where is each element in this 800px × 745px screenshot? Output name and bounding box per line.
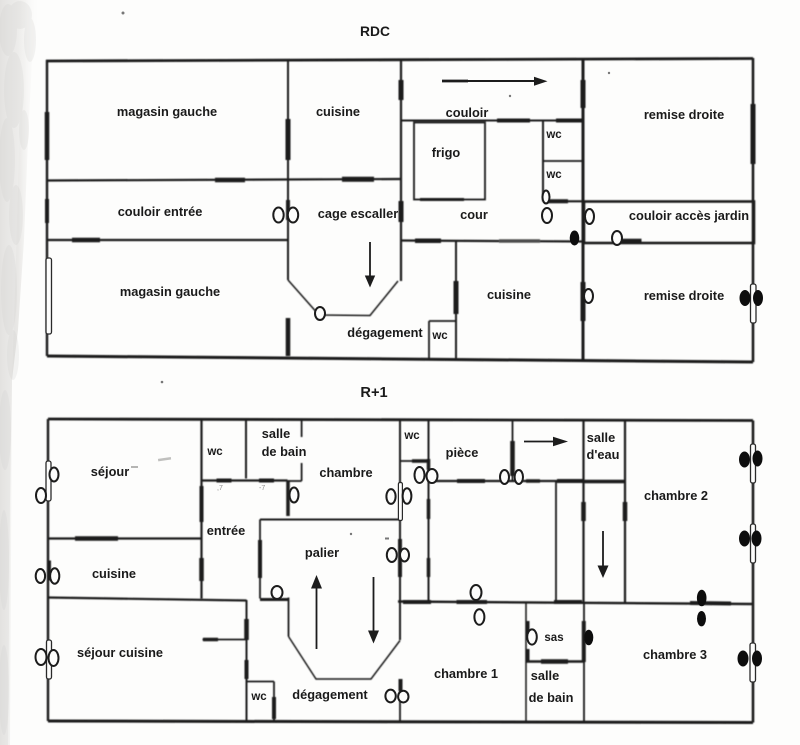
svg-text:cour: cour (460, 207, 488, 222)
svg-text:pièce: pièce (446, 445, 479, 460)
svg-text:de bain: de bain (529, 690, 574, 705)
svg-text:R+1: R+1 (360, 385, 387, 401)
svg-text:chambre: chambre (319, 465, 372, 480)
svg-text:wc: wc (431, 330, 448, 342)
svg-text:-7: -7 (259, 485, 265, 492)
svg-text:chambre 2: chambre 2 (644, 488, 708, 503)
svg-text:chambre 3: chambre 3 (643, 647, 707, 662)
svg-text:séjour: séjour (91, 464, 129, 479)
svg-text:salle: salle (262, 426, 290, 441)
svg-text:couloir accès jardin: couloir accès jardin (629, 208, 749, 223)
svg-text:magasin gauche: magasin gauche (120, 284, 220, 299)
svg-text:salle: salle (587, 430, 615, 445)
svg-text:remise droite: remise droite (644, 288, 724, 303)
svg-text:wc: wc (545, 169, 562, 181)
svg-text:palier: palier (305, 545, 339, 560)
svg-text:cuisine: cuisine (316, 104, 360, 119)
svg-text:cuisine: cuisine (92, 566, 136, 581)
svg-text:dégagement: dégagement (292, 687, 368, 702)
svg-text:chambre 1: chambre 1 (434, 666, 498, 681)
svg-text:dégagement: dégagement (347, 325, 423, 340)
svg-text:cuisine: cuisine (487, 287, 531, 302)
svg-text:wc: wc (545, 129, 562, 141)
svg-text:wc: wc (206, 446, 223, 458)
svg-text:d'eau: d'eau (587, 447, 620, 462)
svg-text:couloir entrée: couloir entrée (118, 204, 203, 219)
svg-text:entrée: entrée (207, 523, 245, 538)
svg-text:remise droite: remise droite (644, 107, 724, 122)
svg-text:,7: ,7 (217, 485, 223, 492)
svg-text:couloir: couloir (446, 105, 489, 120)
svg-text:wc: wc (250, 691, 267, 703)
svg-text:magasin gauche: magasin gauche (117, 104, 217, 119)
svg-text:RDC: RDC (360, 24, 390, 39)
svg-text:séjour cuisine: séjour cuisine (77, 645, 163, 660)
svg-text:frigo: frigo (432, 145, 461, 160)
svg-text:salle: salle (531, 668, 559, 683)
svg-text:de bain: de bain (262, 444, 307, 459)
svg-text:wc: wc (403, 430, 420, 442)
svg-text:cage escaller: cage escaller (318, 206, 398, 221)
svg-text:sas: sas (544, 632, 563, 644)
